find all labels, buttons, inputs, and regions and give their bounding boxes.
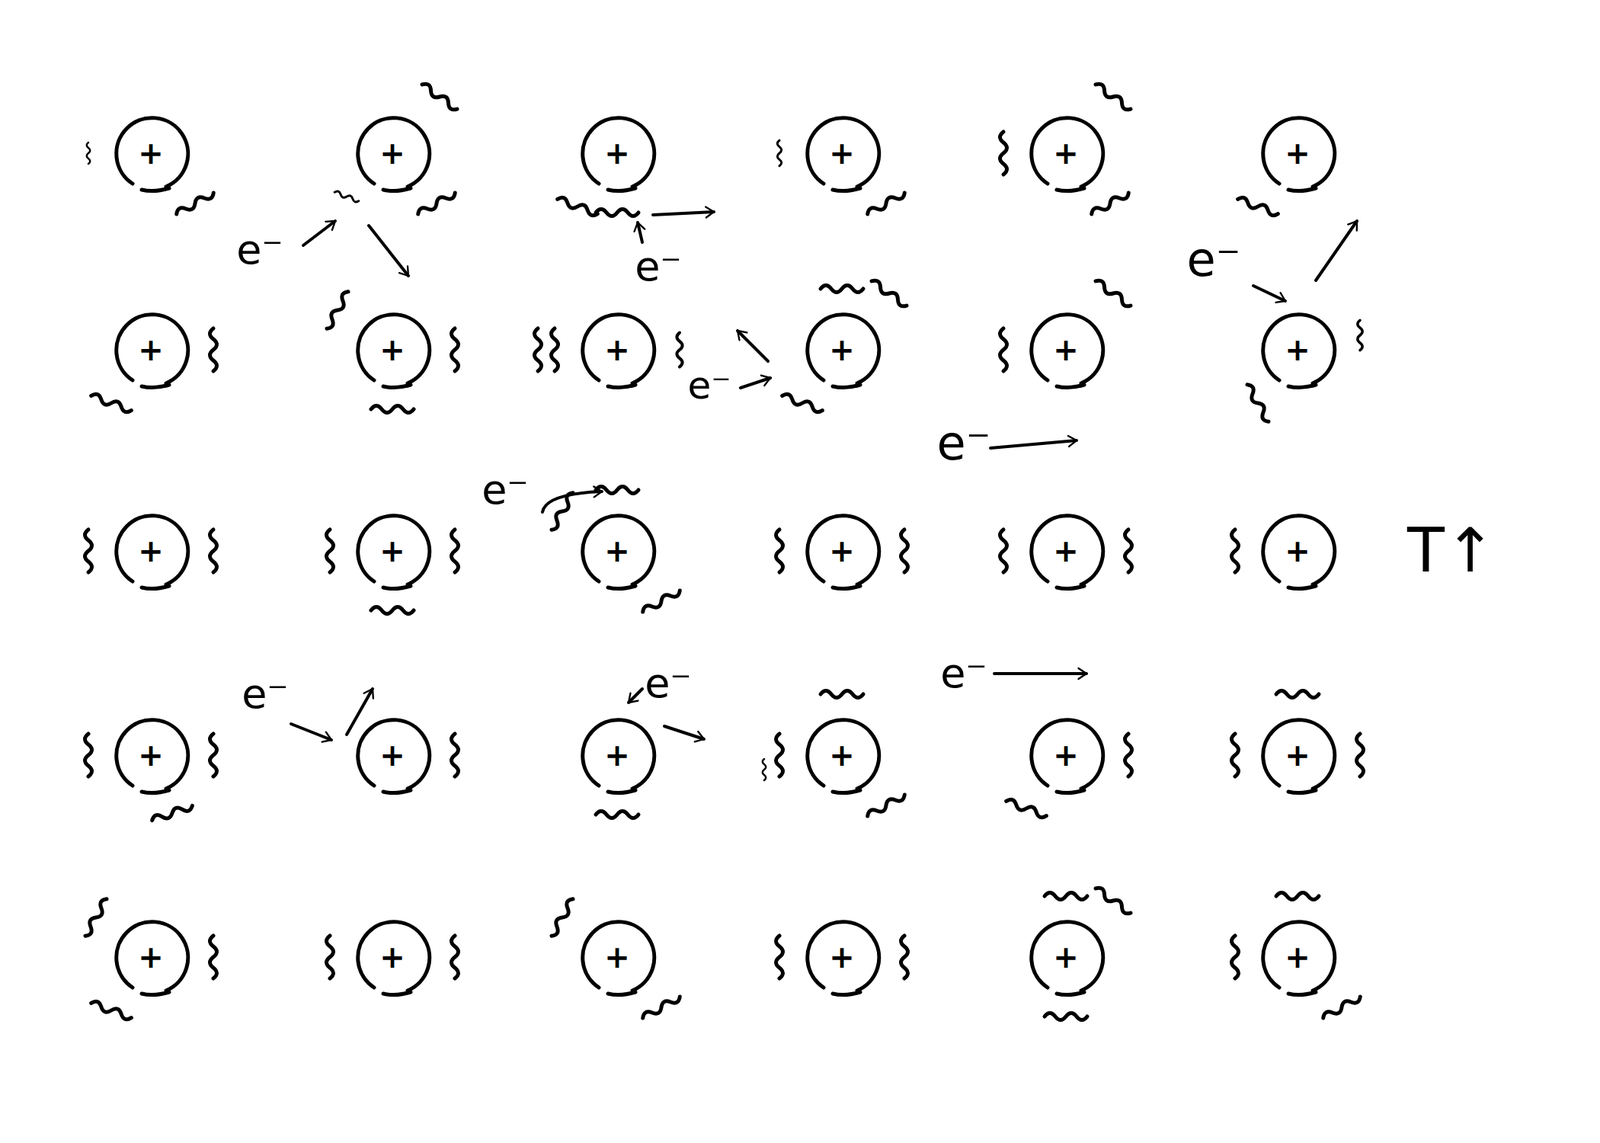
ion-charge: + [828,739,855,771]
positive-ion: + [797,108,887,198]
positive-ion: + [348,710,437,800]
electron-label: e⁻ [481,469,529,511]
ion-charge: + [137,137,164,169]
ion-charge: + [1284,739,1311,771]
ion-charge: + [137,941,164,973]
ion-charge: + [1052,334,1079,365]
electron-label: e⁻ [687,366,731,405]
positive-ion: + [572,108,662,198]
electron-label: e⁻ [1187,236,1242,284]
ion-charge: + [828,334,855,365]
positive-ion: + [1021,710,1111,800]
ion-charge: + [1052,137,1079,169]
ion-charge: + [1284,137,1311,169]
positive-ion: + [106,305,196,394]
electron-label: e⁻ [644,662,692,704]
ion-charge: + [137,334,164,365]
ion-charge: + [604,334,631,365]
ion-charge: + [1284,535,1311,567]
electron-paths [291,190,1357,740]
positive-ion: + [1021,912,1111,1002]
positive-ion: + [572,710,662,800]
ion-charge: + [1052,739,1079,771]
positive-ion: + [348,108,437,198]
ion-charge: + [1052,535,1079,567]
ion-charge: + [379,739,406,771]
ion-charge: + [137,535,164,567]
positive-ion: + [106,912,196,1002]
positive-ion: + [106,108,196,198]
temperature-label: T↑ [1407,520,1496,582]
electron-label: e⁻ [236,229,284,271]
positive-ion: + [797,506,887,596]
positive-ion: + [348,506,437,596]
positive-ion: + [348,912,437,1002]
positive-ion: + [572,912,662,1002]
ion-charge: + [379,941,406,973]
electron-label: e⁻ [937,419,992,468]
ion-charge: + [828,941,855,973]
positive-ion: + [797,710,887,800]
positive-ion: + [797,912,887,1002]
vibration-squiggles [82,81,1364,1021]
ion-charge: + [828,137,855,169]
positive-ion: + [106,506,196,596]
positive-ion: + [1253,305,1342,394]
ion-charge: + [604,137,631,169]
positive-ion: + [1253,506,1342,596]
ion-charge: + [379,535,406,567]
ion-charge: + [604,739,631,771]
electron-label: e⁻ [241,673,289,715]
positive-ion: + [1253,710,1342,800]
ion-charge: + [137,739,164,771]
ion-charge: + [1284,941,1311,973]
positive-ion: + [572,506,662,596]
positive-ion: + [1021,305,1111,394]
positive-ion: + [1021,108,1111,198]
positive-ion: + [572,305,662,394]
electron-label: e⁻ [634,246,682,288]
positive-ion: + [348,305,437,394]
ion-charge: + [604,535,631,567]
ion-charge: + [379,137,406,169]
positive-ion: + [1253,912,1342,1002]
positive-ion: + [1253,108,1342,198]
electron-label: e⁻ [940,652,988,695]
ion-charge: + [379,334,406,365]
ion-charge: + [1052,941,1079,973]
positive-ion: + [106,710,196,800]
positive-ion: + [1021,506,1111,596]
ion-charge: + [604,941,631,973]
ion-charge: + [1284,334,1311,365]
positive-ion: + [797,305,887,394]
ion-charge: + [828,535,855,567]
